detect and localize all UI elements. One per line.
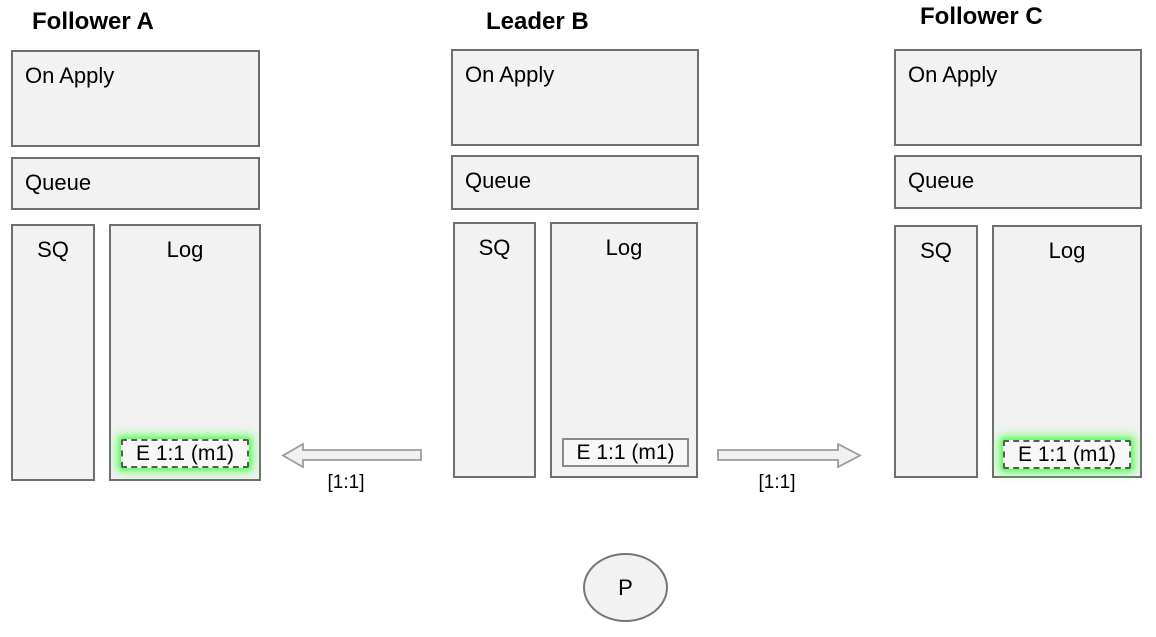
proposer-node: P: [583, 553, 668, 622]
sq-label: SQ: [478, 235, 511, 260]
follower-c-queue-box: Queue: [894, 155, 1142, 209]
log-label: Log: [166, 237, 204, 262]
follower-c-on-apply-box: On Apply: [894, 49, 1142, 146]
follower-a-queue-box: Queue: [11, 157, 260, 210]
log-label: Log: [1048, 238, 1086, 263]
queue-label: Queue: [908, 168, 975, 193]
follower-c-sq-box: SQ: [894, 225, 978, 478]
leader-b-on-apply-box: On Apply: [451, 49, 699, 146]
replicate-arrow-left: [281, 443, 422, 468]
follower-a-log-entry: E 1:1 (m1): [121, 439, 249, 468]
on-apply-label: On Apply: [25, 63, 115, 88]
queue-label: Queue: [465, 168, 532, 193]
follower-a-on-apply-box: On Apply: [11, 50, 260, 147]
node-title-leader-b: Leader B: [486, 8, 589, 35]
leader-b-log-entry: E 1:1 (m1): [562, 438, 689, 467]
replicate-arrow-right-label: [1:1]: [758, 472, 796, 493]
log-entry-label: E 1:1 (m1): [135, 441, 235, 465]
follower-a-log-box: Log: [109, 224, 261, 481]
leader-b-log-box: Log: [550, 222, 698, 478]
log-entry-label: E 1:1 (m1): [1017, 442, 1117, 466]
sq-label: SQ: [920, 238, 952, 263]
replicate-arrow-left-label: [1:1]: [327, 472, 365, 493]
node-title-follower-c: Follower C: [920, 3, 1043, 30]
follower-a-sq-box: SQ: [11, 224, 95, 481]
on-apply-label: On Apply: [908, 62, 998, 87]
leader-b-sq-box: SQ: [453, 222, 536, 478]
follower-c-log-box: Log: [992, 225, 1142, 478]
replicate-arrow-right: [717, 443, 862, 468]
proposer-label: P: [618, 574, 633, 600]
node-title-follower-a: Follower A: [32, 8, 154, 35]
log-label: Log: [605, 235, 643, 260]
queue-label: Queue: [25, 170, 92, 195]
follower-c-log-entry: E 1:1 (m1): [1003, 440, 1131, 469]
sq-label: SQ: [37, 237, 69, 262]
leader-b-queue-box: Queue: [451, 155, 699, 210]
log-entry-label: E 1:1 (m1): [576, 440, 675, 464]
on-apply-label: On Apply: [465, 62, 555, 87]
